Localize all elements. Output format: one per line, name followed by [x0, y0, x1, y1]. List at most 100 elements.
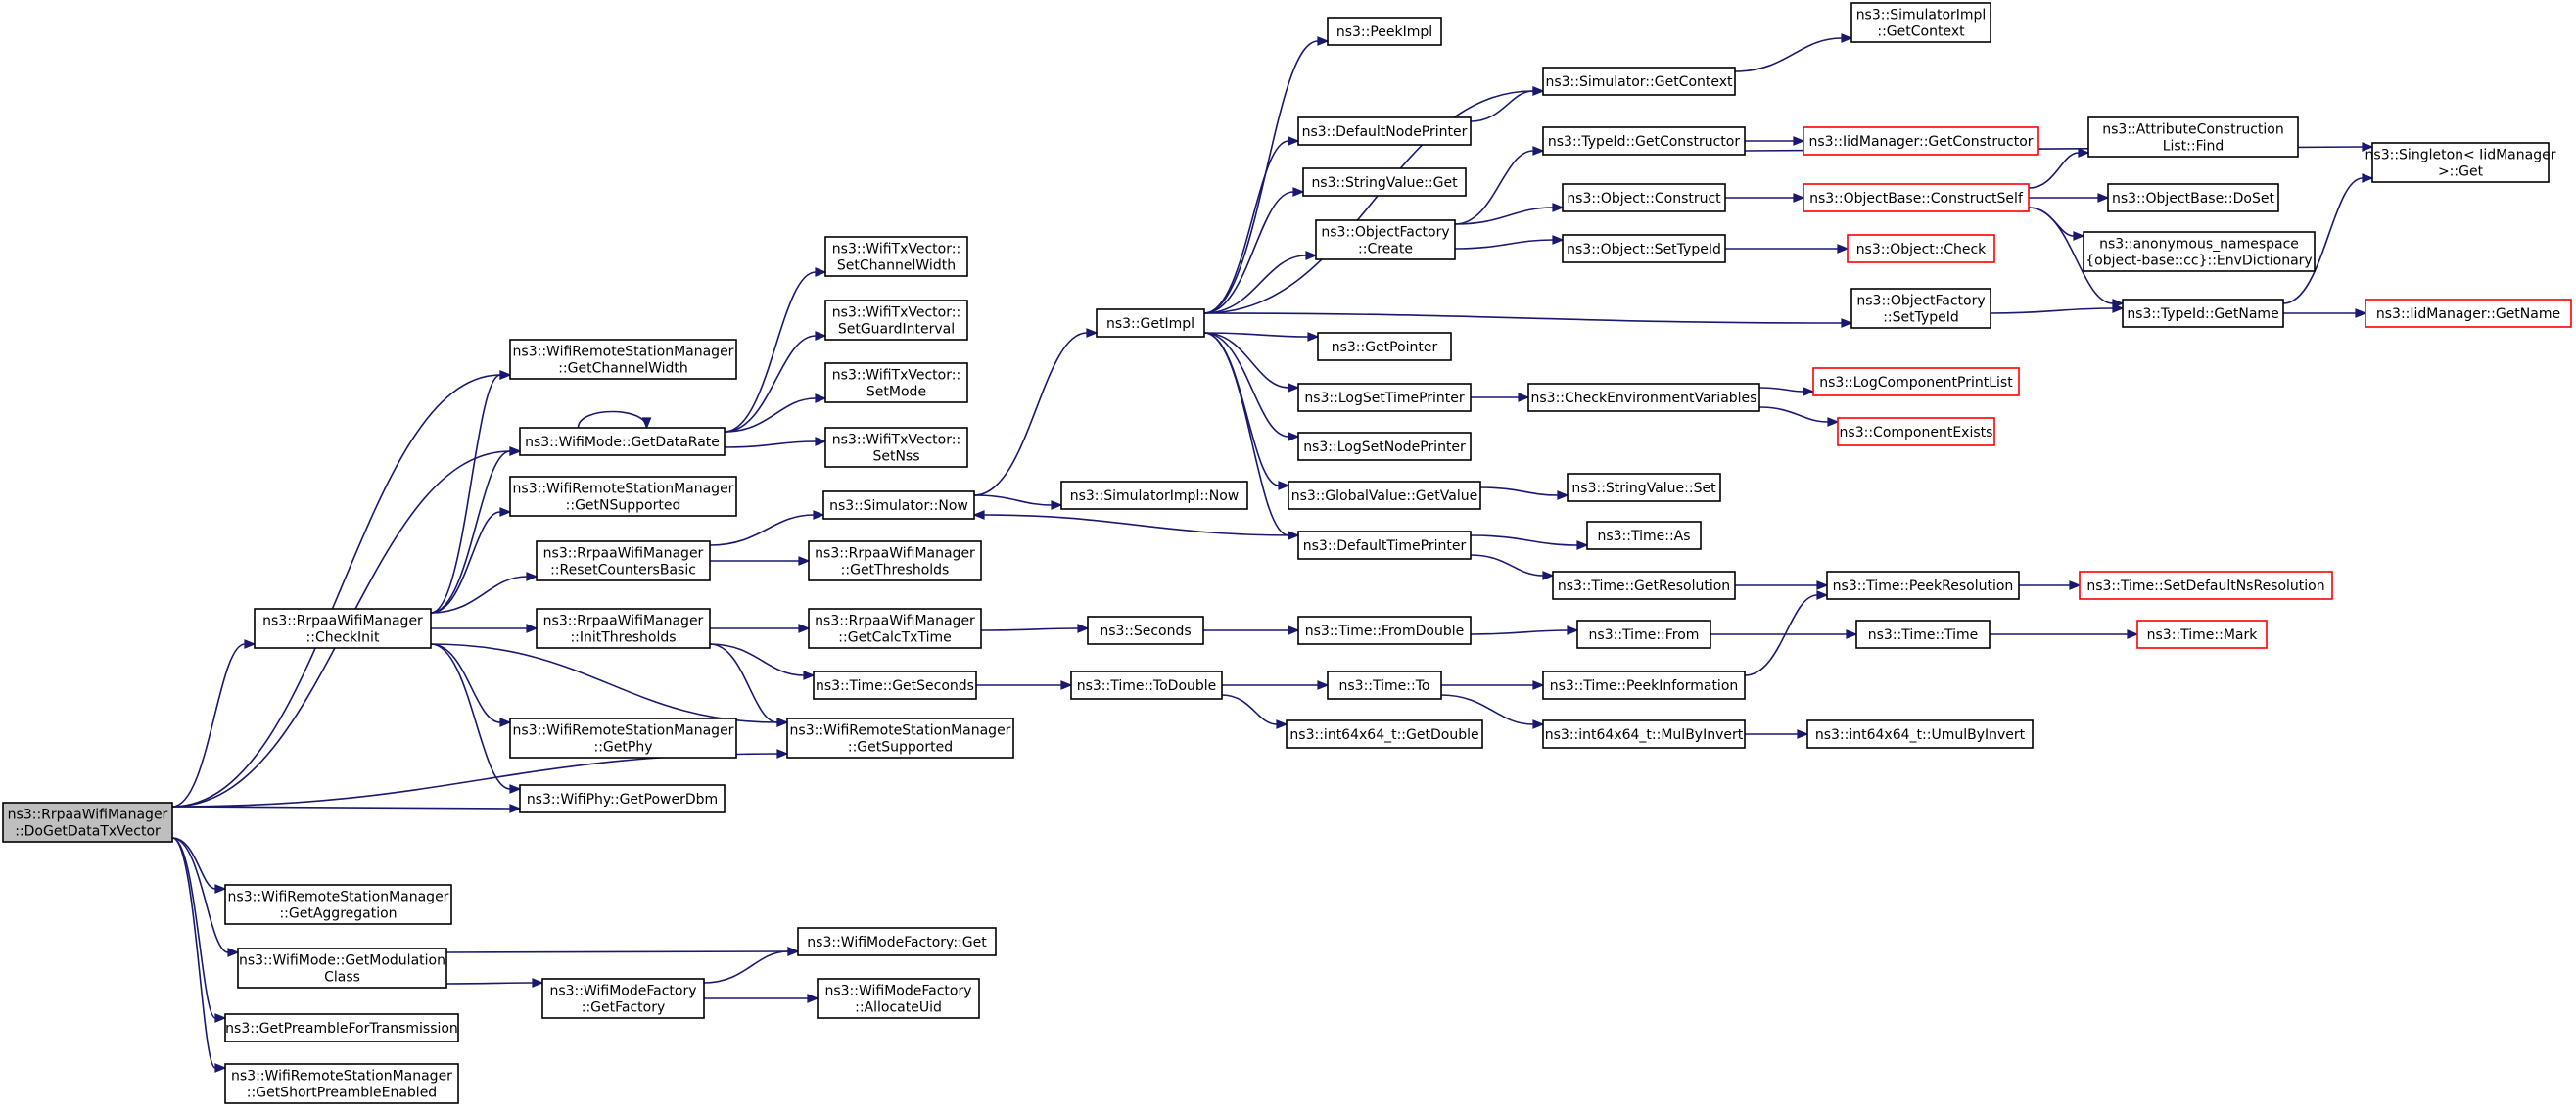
node-n16[interactable]: ns3::WifiTxVector::SetMode: [824, 362, 968, 403]
node-n48[interactable]: ns3::Time::As: [1586, 521, 1702, 550]
node-n9[interactable]: ns3::WifiRemoteStationManager::GetSuppor…: [786, 718, 1014, 759]
node-n39[interactable]: ns3::Time::To: [1327, 671, 1442, 700]
node-n41[interactable]: ns3::Simulator::GetContext: [1542, 67, 1736, 96]
node-n26[interactable]: ns3::SimulatorImpl::Now: [1060, 481, 1248, 510]
node-n64[interactable]: ns3::ObjectBase::DoSet: [2107, 183, 2279, 212]
node-n69[interactable]: ns3::Time::Mark: [2136, 620, 2268, 649]
node-label: ns3::RrpaaWifiManager: [543, 614, 704, 629]
node-n62[interactable]: ns3::int64x64_t::UmulByInvert: [1806, 719, 2034, 749]
node-n17[interactable]: ns3::WifiTxVector::SetNss: [824, 427, 968, 468]
node-n38[interactable]: ns3::Time::FromDouble: [1297, 616, 1472, 645]
node-n54[interactable]: ns3::IidManager::GetConstructor: [1803, 126, 2039, 156]
node-label: ns3::anonymous_namespace: [2099, 237, 2299, 253]
node-n2[interactable]: ns3::WifiRemoteStationManager::GetChanne…: [509, 339, 737, 380]
node-n4[interactable]: ns3::WifiRemoteStationManager::GetNSuppo…: [509, 476, 737, 517]
edge-n55-n64: [2029, 193, 2110, 203]
node-n5[interactable]: ns3::RrpaaWifiManager::ResetCountersBasi…: [536, 540, 711, 581]
node-n46[interactable]: ns3::CheckEnvironmentVariables: [1527, 383, 1760, 412]
edge-arrowhead: [2355, 308, 2367, 318]
node-n19[interactable]: ns3::RrpaaWifiManager::GetThresholds: [808, 540, 982, 581]
edge-n39-n51: [1441, 680, 1545, 690]
node-n29[interactable]: ns3::PeekImpl: [1327, 17, 1442, 46]
node-label: ns3::ObjectBase::DoSet: [2112, 191, 2274, 207]
edge-arrowhead: [1841, 33, 1853, 43]
node-n25[interactable]: ns3::GetImpl: [1096, 308, 1205, 338]
node-n60[interactable]: ns3::Time::PeekResolution: [1826, 571, 2020, 600]
node-n44[interactable]: ns3::Object::SetTypeId: [1562, 234, 1726, 263]
node-n13[interactable]: ns3::WifiRemoteStationManager::GetShortP…: [224, 1063, 459, 1104]
node-n21[interactable]: ns3::Time::GetSeconds: [813, 671, 977, 700]
node-box: [2365, 299, 2572, 328]
node-n8[interactable]: ns3::WifiPhy::GetPowerDbm: [519, 784, 726, 813]
node-label: ns3::int64x64_t::UmulByInvert: [1815, 727, 2026, 743]
node-n59[interactable]: ns3::ComponentExists: [1837, 417, 1995, 446]
edge-arrowhead: [1292, 187, 1305, 197]
node-label: >::Get: [2438, 164, 2484, 180]
node-label: ::AllocateUid: [855, 1000, 942, 1016]
node-n53[interactable]: ns3::SimulatorImpl::GetContext: [1850, 2, 1991, 43]
node-box: [541, 978, 705, 1019]
node-n18[interactable]: ns3::Simulator::Now: [822, 490, 975, 520]
node-n27[interactable]: ns3::Seconds: [1087, 616, 1204, 645]
node-box: [1552, 571, 1736, 600]
node-n42[interactable]: ns3::TypeId::GetConstructor: [1542, 126, 1746, 156]
node-n40[interactable]: ns3::int64x64_t::GetDouble: [1286, 719, 1483, 749]
node-n32[interactable]: ns3::ObjectFactory::Create: [1315, 219, 1456, 260]
node-n31[interactable]: ns3::StringValue::Get: [1302, 167, 1467, 197]
node-n61[interactable]: ns3::Time::Time: [1855, 620, 1991, 649]
node-label: ns3::LogSetTimePrinter: [1304, 391, 1465, 406]
node-n52[interactable]: ns3::int64x64_t::MulByInvert: [1542, 719, 1746, 749]
edge-arrowhead: [1060, 680, 1073, 690]
node-n1[interactable]: ns3::RrpaaWifiManager::CheckInit: [254, 608, 432, 649]
node-n68[interactable]: ns3::Time::SetDefaultNsResolution: [2079, 571, 2333, 600]
node-n51[interactable]: ns3::Time::PeekInformation: [1542, 671, 1746, 700]
node-label: ns3::Time::PeekResolution: [1833, 579, 2014, 594]
edge-n25-n32: [1203, 251, 1318, 314]
node-label: ns3::WifiRemoteStationManager: [228, 890, 449, 905]
node-n45[interactable]: ns3::ObjectFactory::SetTypeId: [1850, 288, 1991, 329]
node-n22[interactable]: ns3::WifiModeFactory::Get: [797, 927, 997, 956]
node-n49[interactable]: ns3::Time::GetResolution: [1552, 571, 1736, 600]
node-label: ns3::RrpaaWifiManager: [815, 546, 975, 562]
node-n12[interactable]: ns3::GetPreambleForTransmission: [224, 1013, 459, 1042]
edge-n41-n53: [1734, 33, 1853, 72]
node-n58[interactable]: ns3::LogComponentPrintList: [1812, 367, 2020, 396]
node-n0[interactable]: ns3::RrpaaWifiManager::DoGetDataTxVector: [2, 802, 173, 843]
node-box: [1542, 671, 1746, 700]
edge-n0-n8: [171, 804, 522, 813]
edge-arrowhead: [227, 948, 240, 957]
node-n6[interactable]: ns3::RrpaaWifiManager::InitThresholds: [536, 608, 711, 649]
node-n33[interactable]: ns3::GetPointer: [1317, 332, 1452, 361]
node-n10[interactable]: ns3::WifiRemoteStationManager::GetAggreg…: [224, 884, 452, 925]
node-n47[interactable]: ns3::StringValue::Set: [1567, 473, 1721, 502]
node-n34[interactable]: ns3::LogSetTimePrinter: [1297, 383, 1472, 412]
node-box: [1806, 719, 2034, 749]
node-n36[interactable]: ns3::GlobalValue::GetValue: [1288, 481, 1481, 510]
node-n24[interactable]: ns3::WifiModeFactory::AllocateUid: [817, 978, 980, 1019]
node-n67[interactable]: ns3::IidManager::GetName: [2365, 299, 2572, 328]
node-n15[interactable]: ns3::WifiTxVector::SetGuardInterval: [824, 300, 968, 341]
node-n57[interactable]: ns3::TypeId::GetName: [2122, 299, 2284, 328]
node-n65[interactable]: ns3::anonymous_namespace{object-base::cc…: [2083, 231, 2316, 272]
node-n23[interactable]: ns3::WifiModeFactory::GetFactory: [541, 978, 705, 1019]
node-n35[interactable]: ns3::LogSetNodePrinter: [1297, 432, 1472, 461]
node-n7[interactable]: ns3::WifiRemoteStationManager::GetPhy: [509, 718, 737, 759]
node-n28[interactable]: ns3::Time::ToDouble: [1070, 671, 1223, 700]
node-box: [1826, 571, 2020, 600]
node-n50[interactable]: ns3::Time::From: [1576, 620, 1711, 649]
node-n3[interactable]: ns3::WifiMode::GetDataRate: [519, 427, 726, 456]
node-n55[interactable]: ns3::ObjectBase::ConstructSelf: [1803, 183, 2030, 212]
node-label: ns3::StringValue::Set: [1571, 481, 1716, 496]
node-n14[interactable]: ns3::WifiTxVector::SetChannelWidth: [824, 236, 968, 277]
node-label: ns3::Time::ToDouble: [1077, 678, 1217, 694]
node-n56[interactable]: ns3::Object::Check: [1847, 234, 1995, 263]
node-n20[interactable]: ns3::RrpaaWifiManager::GetCalcTxTime: [808, 608, 982, 649]
node-n37[interactable]: ns3::DefaultTimePrinter: [1297, 531, 1472, 560]
node-n66[interactable]: ns3::Singleton< IidManager>::Get: [2365, 142, 2556, 183]
node-n30[interactable]: ns3::DefaultNodePrinter: [1297, 116, 1472, 146]
edge-n3-n17: [724, 437, 827, 448]
node-n43[interactable]: ns3::Object::Construct: [1562, 183, 1726, 212]
node-label: ns3::ComponentExists: [1840, 425, 1993, 440]
